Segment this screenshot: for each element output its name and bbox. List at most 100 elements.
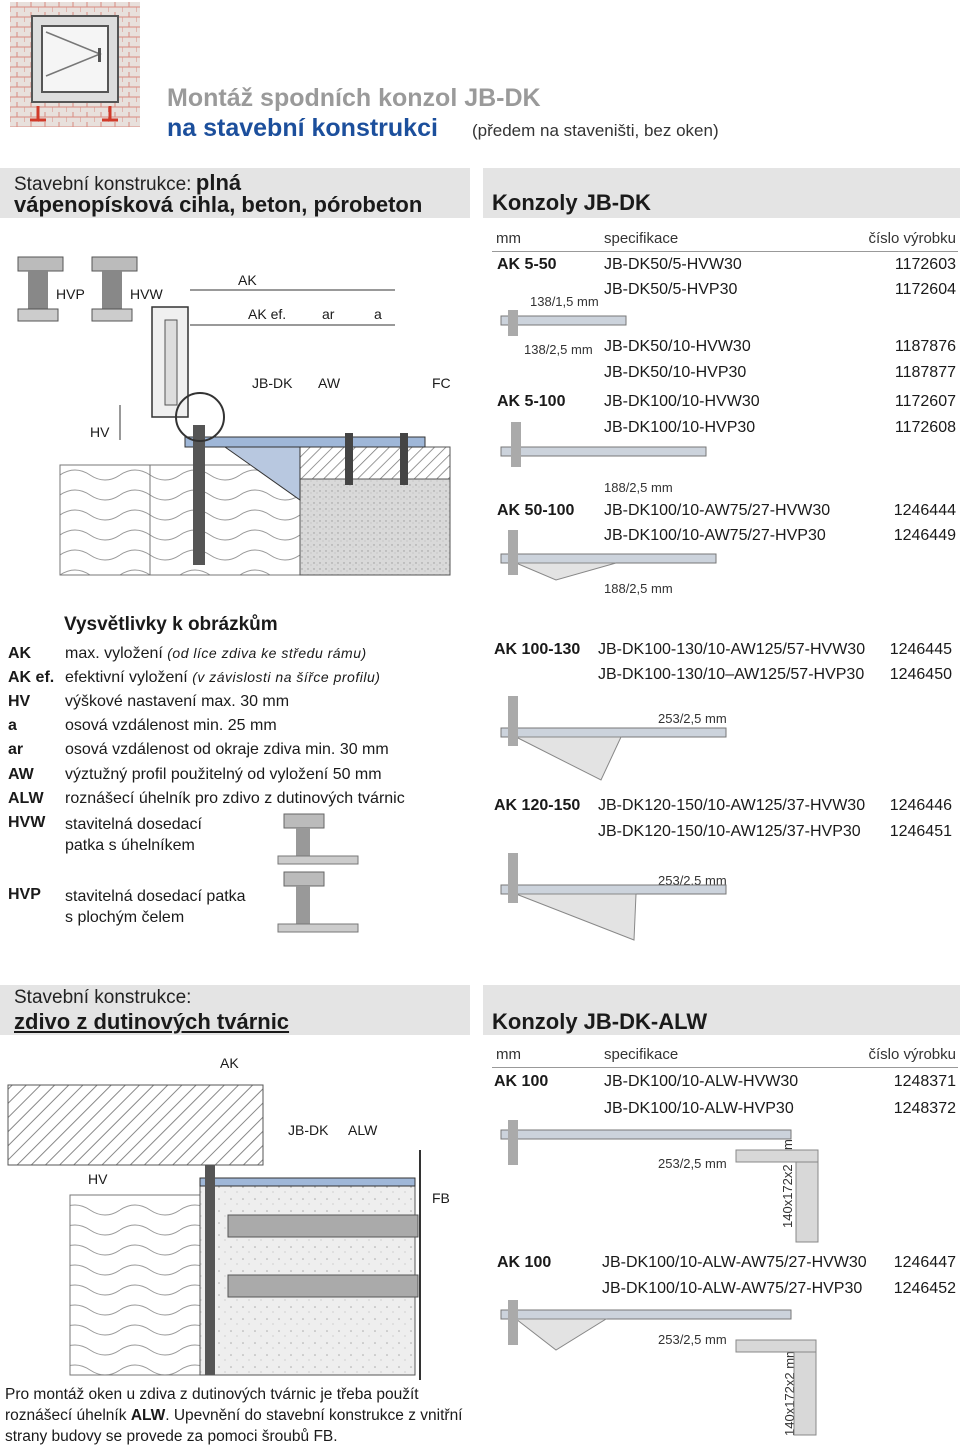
k1-spec: JB-DK100-130/10–AW125/57-HVP30 [598,666,865,683]
diagram1-label-jbdk: JB-DK [252,375,293,391]
legend-abbr: HV [8,693,31,710]
k1-spec: JB-DK50/10-HVW30 [604,338,751,355]
legend-text: efektivní vyložení (v závislosti na šířc… [65,669,381,686]
legend-abbr: AK ef. [8,669,55,686]
window-icon [10,2,140,127]
k1-dim: 138/1,5 mm [530,294,599,309]
k1-code: AK 120-150 [494,797,581,814]
diagram1-label-hvp: HVP [56,286,85,302]
diagram1-label-aw: AW [318,375,341,391]
k1-dim: 188/2,5 mm [604,480,673,495]
console-image [496,845,736,945]
k1-col-num: číslo výrobku [868,230,956,247]
legend-text: roznášecí úhelník pro zdivo z dutinových… [65,790,405,807]
section2-label-bold: zdivo z dutinových tvárnic [14,1009,290,1034]
legend-title: Vysvětlivky k obrázkům [64,614,278,635]
k2-header-rule [492,1067,958,1068]
k1-code: AK 5-100 [497,393,566,410]
hvw-foot-image [268,810,368,870]
legend-abbr: HVW [8,814,46,831]
section1-bar [0,168,470,218]
legend-abbr: HVP [8,886,41,903]
legend-abbr: ALW [8,790,44,807]
legend-text: osová vzdálenost od okraje zdiva min. 30… [65,741,389,758]
legend-abbr: ar [8,741,24,758]
k1-spec: JB-DK120-150/10-AW125/37-HVP30 [598,823,861,840]
k2-num: 1246452 [893,1280,956,1297]
k1-num: 1246446 [889,797,952,814]
k2-spec: JB-DK100/10-ALW-HVP30 [604,1100,794,1117]
k2-dim: 253/2,5 mm [658,1156,727,1171]
page-title-note: (předem na staveništi, bez oken) [472,121,719,140]
diagram1-label-ar: ar [322,306,335,322]
section2-bar [0,985,470,1035]
k1-num: 1246449 [893,527,956,544]
k1-num: 1187877 [894,364,956,381]
k1-spec: JB-DK100/10-AW75/27-HVP30 [604,527,826,544]
k1-num: 1246445 [889,641,952,658]
console-image [496,1120,826,1245]
diagram1-label-a: a [374,306,382,322]
k2-col-num: číslo výrobku [868,1046,956,1063]
k1-dim: 188/2,5 mm [604,581,673,596]
k2-num: 1248371 [893,1073,956,1090]
k2-num: 1248372 [893,1100,956,1117]
diagram1-label-akef: AK ef. [248,306,287,322]
k1-code: AK 5-50 [497,256,557,273]
k1-num: 1172607 [894,393,956,410]
diagram2-label-fb: FB [432,1190,450,1206]
legend-text: výztužný profil použitelný od vyložení 5… [65,766,382,783]
k1-spec: JB-DK100-130/10-AW125/57-HVW30 [598,641,866,658]
console-image [496,688,736,788]
legend-text: max. vyložení (od líce zdiva ke středu r… [65,645,367,662]
k1-num: 1187876 [894,338,956,355]
k1-spec: JB-DK50/5-HVP30 [604,281,738,298]
k1-code: AK 50-100 [497,502,575,519]
legend-text: výškové nastavení max. 30 mm [65,693,290,710]
konzoly2-bar [483,985,960,1035]
k1-dim: 253/2,5 mm [658,711,727,726]
konzoly1-title: Konzoly JB-DK [492,190,651,215]
diagram2-label-hv: HV [88,1171,108,1187]
console-image [496,1300,826,1440]
k1-num: 1246451 [889,823,952,840]
k2-spec: JB-DK100/10-ALW-AW75/27-HVP30 [602,1280,863,1297]
k2-code: AK 100 [494,1073,549,1090]
k2-col-mm: mm [496,1046,521,1063]
k2-code: AK 100 [497,1254,552,1271]
diagram2-label-alw: ALW [348,1122,378,1138]
konzoly2-title: Konzoly JB-DK-ALW [492,1009,708,1034]
section2-footnote: Pro montáž oken u zdiva z dutinových tvá… [5,1386,463,1445]
console-image [496,308,631,338]
diagram1-label-ak: AK [238,272,257,288]
page-title: Montáž spodních konzol JB-DK [167,84,541,112]
section1-label-line2: vápenopísková cihla, beton, pórobeton [14,192,423,217]
k2-num: 1246447 [893,1254,956,1271]
k1-spec: JB-DK100/10-HVP30 [604,419,756,436]
diagram1-label-hv: HV [90,424,110,440]
section2-label: Stavební konstrukce: [14,987,192,1008]
k1-dim: 138/2,5 mm [524,342,593,357]
section2-diagram [0,1040,480,1390]
k1-col-mm: mm [496,230,521,247]
k1-spec: JB-DK100/10-HVW30 [604,393,760,410]
legend-abbr: AK [8,645,32,662]
k1-dim: 253/2,5 mm [658,873,727,888]
k1-code: AK 100-130 [494,641,581,658]
diagram1-label-fc: FC [432,375,451,391]
diagram2-label-ak: AK [220,1055,239,1071]
hvp-foot-image [268,868,368,938]
k1-col-spec: specifikace [604,230,679,247]
console-image [496,520,726,582]
legend-text: osová vzdálenost min. 25 mm [65,717,277,734]
console-image [496,412,716,472]
k1-num: 1246444 [893,502,956,519]
k1-num: 1172603 [894,256,956,273]
konzoly1-bar [483,168,960,218]
diagram2-label-jbdk: JB-DK [288,1122,329,1138]
k2-col-spec: specifikace [604,1046,679,1063]
k1-spec: JB-DK50/10-HVP30 [604,364,747,381]
legend-abbr: a [8,717,17,734]
k1-num: 1172608 [894,419,956,436]
legend-text: stavitelná dosedací patka s plochým čele… [65,888,246,926]
